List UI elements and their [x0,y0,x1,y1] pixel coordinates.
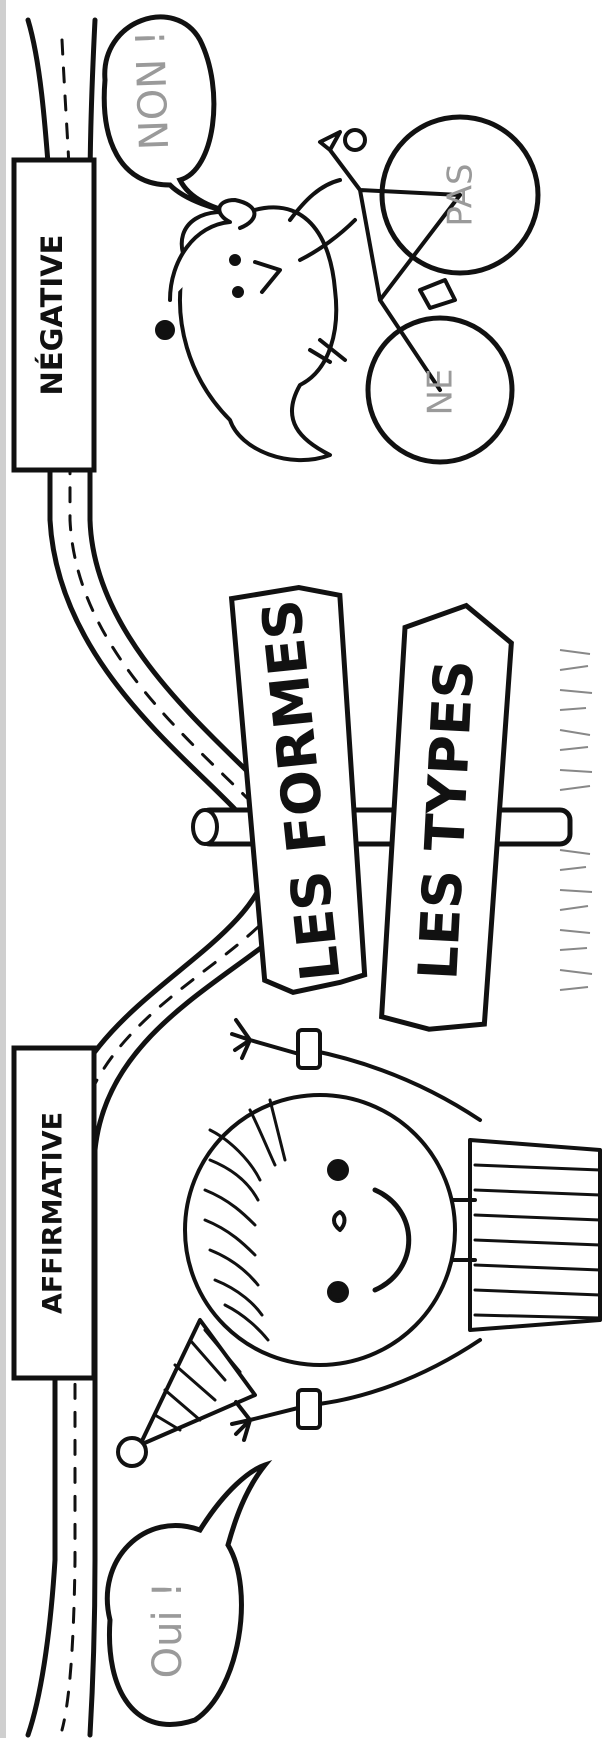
sign-forms: LES FORMES [224,583,380,995]
cyclist-character [157,117,538,462]
happy-character [118,1020,600,1466]
sign-affirmative-label: AFFIRMATIVE [38,1112,69,1314]
sign-negative: NÉGATIVE [14,160,94,470]
party-hat [118,1320,255,1466]
sign-negative-label: NÉGATIVE [35,235,69,396]
striped-shirt [470,1140,600,1330]
speech-bubble-yes: Oui ! [107,1465,265,1724]
sign-affirmative: AFFIRMATIVE [14,1048,94,1378]
speech-bubble-no: NON ! [104,17,245,215]
speech-bubble-yes-text: Oui ! [145,1582,191,1679]
front-wheel-label: PAS [441,163,481,226]
sign-types: LES TYPES [381,602,513,1032]
speech-bubble-no-text: NON ! [128,29,178,151]
page-edge [0,0,6,1738]
rear-wheel-label: NE [421,369,461,416]
